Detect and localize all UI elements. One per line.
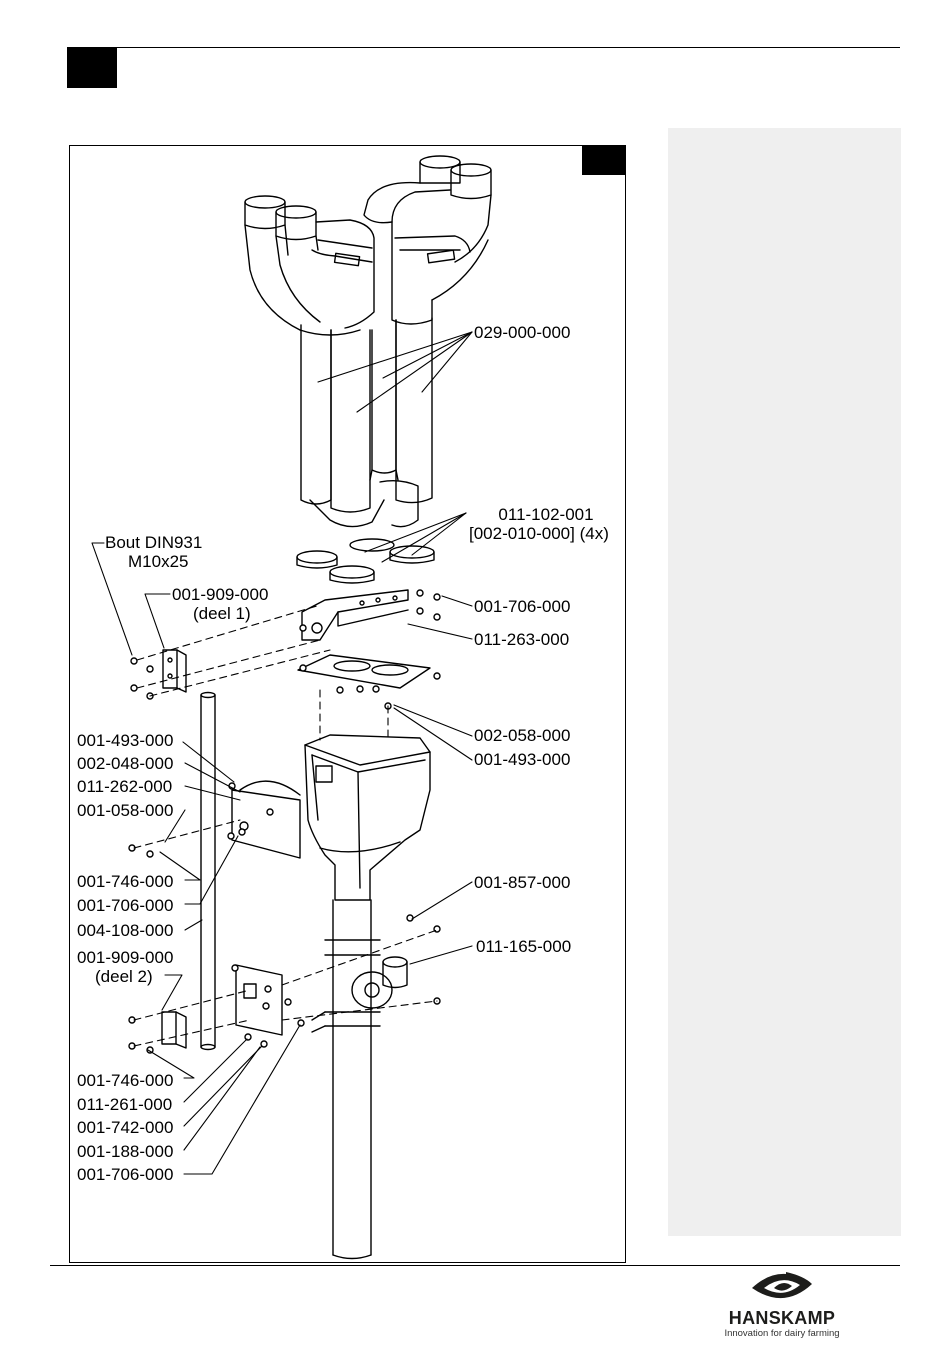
label-deel-2: (deel 2) — [95, 967, 153, 986]
label-011-262-000: 011-262-000 — [77, 777, 173, 796]
label-001-742-000: 001-742-000 — [77, 1118, 174, 1137]
label-011-261-000: 011-261-000 — [77, 1095, 173, 1114]
label-bout-m10x25: M10x25 — [128, 552, 189, 571]
support-pipe — [200, 691, 216, 1051]
label-001-188-000: 001-188-000 — [77, 1142, 174, 1161]
notes-panel — [668, 128, 901, 1236]
brand-tagline: Innovation for dairy farming — [724, 1328, 840, 1339]
hanskamp-logo: HANSKAMP Innovation for dairy farming — [712, 1266, 852, 1346]
label-001-857-000: 001-857-000 — [474, 873, 571, 892]
feed-tubes — [300, 317, 433, 528]
motor-011-165 — [351, 956, 408, 1009]
label-002-048-000: 002-048-000 — [77, 754, 174, 773]
diagram-frame-tab — [582, 146, 626, 175]
leader-lines — [91, 331, 473, 1175]
label-011-102-001: 011-102-001 — [498, 505, 594, 524]
label-001-493-000-right: 001-493-000 — [474, 750, 571, 769]
label-001-909-000-deel1: 001-909-000 — [172, 585, 269, 604]
footer-rule — [50, 1265, 900, 1266]
label-004-108-000: 004-108-000 — [77, 921, 174, 940]
label-001-706-000-upper: 001-706-000 — [474, 597, 571, 616]
bracket-011-262 — [231, 780, 301, 859]
label-deel-1: (deel 1) — [193, 604, 251, 623]
bracket-deel-1 — [162, 649, 187, 693]
alignment-lines — [133, 604, 438, 1047]
label-011-263-000: 011-263-000 — [474, 630, 570, 649]
hopper — [304, 734, 431, 901]
label-001-706-000-lower: 001-706-000 — [77, 1165, 174, 1184]
label-001-746-000-upper: 001-746-000 — [77, 872, 174, 891]
label-001-493-000-left: 001-493-000 — [77, 731, 174, 750]
header-chapter-block — [67, 48, 117, 88]
base-plate — [297, 654, 431, 689]
label-002-010-000-4x: [002-010-000] (4x) — [469, 524, 609, 543]
tube-clamps — [296, 538, 435, 584]
label-001-909-000-deel2: 001-909-000 — [77, 948, 174, 967]
diagram-frame — [69, 145, 626, 1263]
feeder-head-right — [363, 155, 492, 325]
brand-name: HANSKAMP — [728, 1308, 836, 1328]
main-down-pipe — [311, 899, 381, 1260]
label-001-746-000-lower: 001-746-000 — [77, 1071, 174, 1090]
feeder-head-left — [244, 195, 375, 336]
hanskamp-eye-logo-icon — [752, 1272, 812, 1299]
label-bout-din931: Bout DIN931 — [105, 533, 203, 552]
bracket-011-263 — [301, 589, 409, 641]
label-029-000-000: 029-000-000 — [474, 323, 571, 342]
label-002-058-000: 002-058-000 — [474, 726, 571, 745]
header-rule — [67, 47, 900, 48]
label-011-165-000: 011-165-000 — [476, 937, 572, 956]
label-001-058-000: 001-058-000 — [77, 801, 174, 820]
label-001-706-000-mid: 001-706-000 — [77, 896, 174, 915]
